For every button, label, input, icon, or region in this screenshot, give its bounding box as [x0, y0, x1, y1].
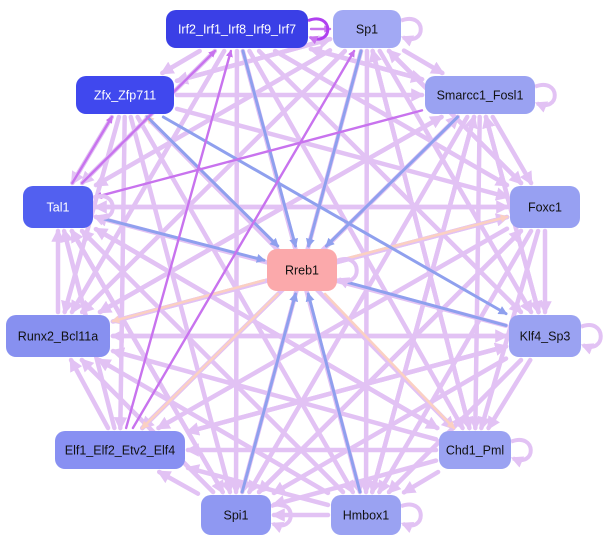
edge-irf-to-chd1 [247, 48, 465, 431]
edge-hmbox1-to-smarcc1 [369, 114, 478, 495]
edges-layer [51, 25, 552, 522]
node-foxc1-label: Foxc1 [528, 201, 562, 215]
edge-chd1-to-runx2 [110, 347, 439, 442]
node-hmbox1-label: Hmbox1 [343, 509, 390, 523]
node-sp1[interactable]: Sp1 [333, 10, 401, 48]
self-loop-spi1 [270, 502, 293, 534]
node-chd1-label: Chd1_Pml [446, 444, 504, 458]
node-smarcc1-box [425, 76, 535, 114]
node-smarcc1[interactable]: Smarcc1_Fosl1 [425, 76, 535, 114]
node-spi1[interactable]: Spi1 [201, 495, 271, 535]
edge-elf1-to-irf [124, 49, 233, 430]
node-foxc1-box [510, 186, 580, 228]
node-klf4-label: Klf4_Sp3 [520, 330, 571, 344]
node-rreb1[interactable]: Rreb1 [267, 249, 337, 291]
edge-zfx-to-hmbox1 [135, 114, 356, 495]
node-spi1-box [201, 495, 271, 535]
node-sp1-box [333, 10, 401, 48]
node-zfx[interactable]: Zfx_Zfp711 [76, 76, 174, 114]
self-loop-tal1 [92, 194, 115, 226]
edge-zfx-to-foxc1 [174, 106, 510, 201]
edge-foxc1-to-elf1 [156, 226, 510, 431]
node-zfx-label: Zfx_Zfp711 [94, 89, 156, 103]
edge-klf4-to-chd1 [486, 357, 533, 431]
edge-smarcc1-to-tal1 [94, 109, 424, 199]
edge-irf-to-spi1 [229, 48, 243, 495]
edge-tal1-to-chd1 [93, 226, 440, 431]
edge-zfx-to-rreb1 [145, 115, 280, 248]
node-hmbox1-box [331, 495, 401, 535]
edge-spi1-to-elf1 [156, 469, 201, 496]
node-runx2-label: Runx2_Bcl11a [18, 330, 98, 344]
node-irf[interactable]: Irf2_Irf1_Irf8_Irf9_Irf7 [166, 10, 308, 48]
node-irf-label: Irf2_Irf1_Irf8_Irf9_Irf7 [178, 23, 296, 37]
node-hmbox1[interactable]: Hmbox1 [331, 495, 401, 535]
edge-tal1-to-spi1 [69, 228, 225, 495]
node-smarcc1-label: Smarcc1_Fosl1 [437, 89, 524, 103]
edge-chd1-to-hmbox1 [401, 469, 441, 495]
node-foxc1[interactable]: Foxc1 [510, 186, 580, 228]
self-loop-smarcc1 [534, 82, 557, 113]
edge-hmbox1-to-rreb1 [305, 292, 362, 494]
edge-rreb1-to-runx2 [111, 278, 266, 324]
self-loop-irf [307, 17, 330, 45]
self-loop-klf4 [580, 323, 603, 355]
edge-klf4-to-hmbox1 [386, 357, 524, 495]
edge-irf-to-rreb1 [241, 49, 298, 248]
self-loops-layer [92, 16, 603, 534]
self-loop-hmbox1 [400, 502, 423, 534]
edge-tal1-to-zfx [71, 115, 114, 185]
edge-smarcc1-to-foxc1 [490, 114, 534, 186]
edge-zfx-to-klf4 [161, 115, 508, 316]
edge-irf-to-zfx [160, 48, 202, 76]
edge-elf1-to-klf4 [185, 342, 509, 435]
edge-spi1-to-rreb1 [240, 292, 299, 494]
node-elf1-label: Elf1_Elf2_Etv2_Elf4 [65, 444, 176, 458]
edge-sp1-to-hmbox1 [359, 48, 373, 495]
edge-smarcc1-to-spi1 [247, 114, 470, 495]
node-rreb1-box [267, 249, 337, 291]
edge-sp1-to-rreb1 [306, 49, 363, 248]
edge-klf4-to-rreb1 [338, 277, 508, 327]
edge-elf1-to-sp1 [131, 49, 356, 430]
node-chd1[interactable]: Chd1_Pml [439, 431, 511, 469]
node-elf1-box [55, 431, 185, 469]
node-tal1[interactable]: Tal1 [23, 186, 93, 228]
edge-rreb1-to-foxc1 [338, 214, 509, 262]
node-tal1-label: Tal1 [47, 201, 70, 215]
node-klf4[interactable]: Klf4_Sp3 [509, 315, 581, 357]
node-klf4-box [509, 315, 581, 357]
node-chd1-box [439, 431, 511, 469]
edge-tal1-to-irf [80, 49, 217, 185]
edge-runx2-to-smarcc1 [97, 114, 444, 315]
node-irf-box [166, 10, 308, 48]
node-tal1-box [23, 186, 93, 228]
edge-sp1-to-zfx [174, 36, 333, 85]
nodes-layer: Irf2_Irf1_Irf8_Irf9_Irf7 Sp1 Zfx_Zfp711 … [6, 10, 581, 535]
edge-smarcc1-to-irf [308, 45, 425, 82]
edge-irf-to-runx2 [69, 48, 227, 315]
edge-elf1-to-runx2 [68, 357, 111, 431]
node-sp1-label: Sp1 [356, 23, 378, 37]
edge-sp1-to-smarcc1 [401, 48, 445, 76]
edge-rreb1-to-chd1 [323, 292, 456, 430]
edge-rreb1-to-elf1 [140, 292, 280, 430]
node-zfx-box [76, 76, 174, 114]
self-loop-chd1 [510, 437, 533, 468]
node-runx2[interactable]: Runx2_Bcl11a [6, 315, 110, 357]
self-loop-sp1 [400, 16, 423, 47]
node-runx2-box [6, 315, 110, 357]
self-loop-rreb1 [336, 257, 359, 289]
node-rreb1-label: Rreb1 [285, 264, 319, 278]
node-elf1[interactable]: Elf1_Elf2_Etv2_Elf4 [55, 431, 185, 469]
node-spi1-label: Spi1 [223, 509, 248, 523]
